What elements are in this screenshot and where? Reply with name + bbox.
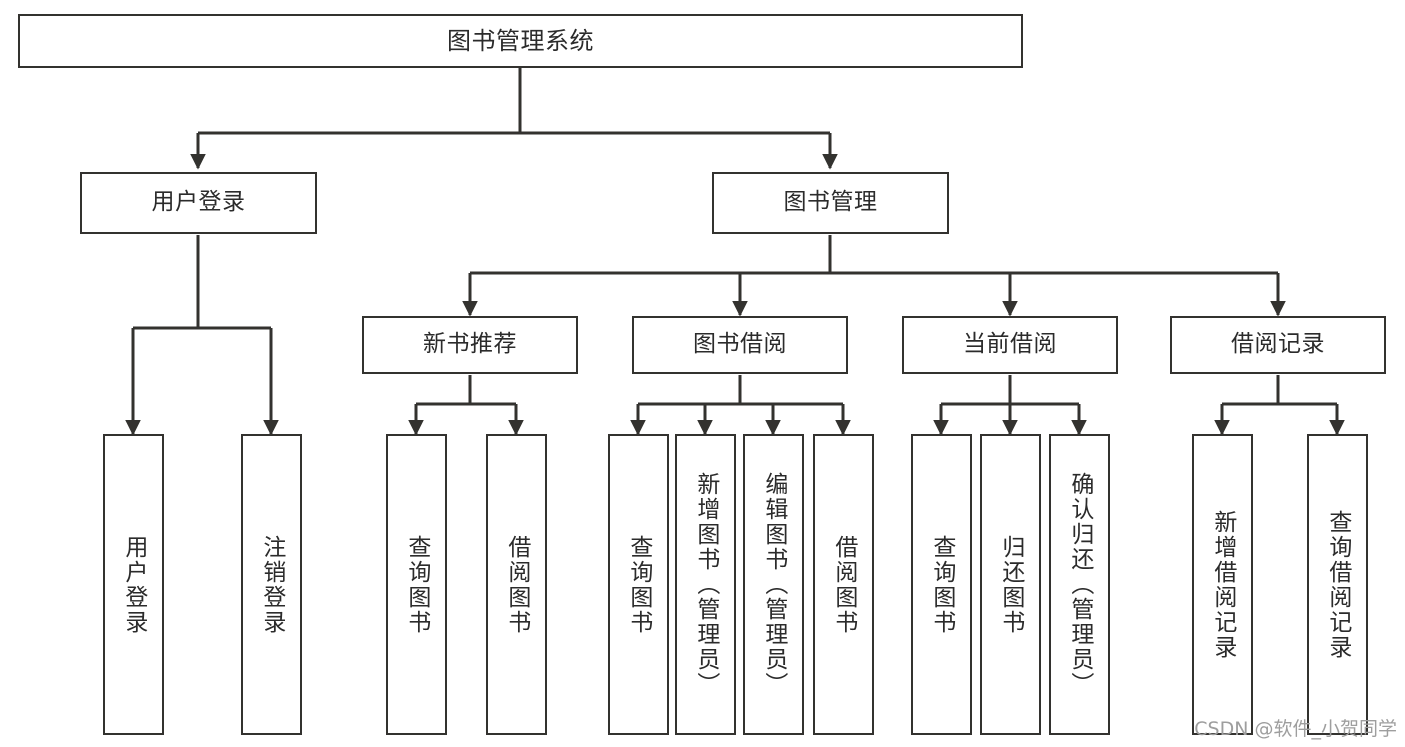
leaf-query-book-current-label: 查询图书: [928, 534, 955, 635]
leaf-logout-label: 注销登录: [258, 534, 285, 635]
leaf-edit-book-admin[interactable]: 编辑图书（管理员）: [743, 434, 804, 735]
leaf-confirm-return-admin-label: 确认归还（管理员）: [1066, 472, 1093, 697]
node-borrow-records[interactable]: 借阅记录: [1170, 316, 1386, 374]
leaf-borrow-book-recommend-label: 借阅图书: [503, 534, 530, 635]
leaf-user-login-label: 用户登录: [120, 534, 147, 635]
leaf-query-book-recommend-label: 查询图书: [403, 534, 430, 635]
node-user-login[interactable]: 用户登录: [80, 172, 317, 234]
node-borrow-records-label: 借阅记录: [1231, 331, 1325, 358]
node-book-borrow-label: 图书借阅: [693, 331, 787, 358]
node-new-book-recommend-label: 新书推荐: [423, 331, 517, 358]
leaf-query-book-recommend[interactable]: 查询图书: [386, 434, 447, 735]
leaf-confirm-return-admin[interactable]: 确认归还（管理员）: [1049, 434, 1110, 735]
node-new-book-recommend[interactable]: 新书推荐: [362, 316, 578, 374]
leaf-add-book-admin-label: 新增图书（管理员）: [692, 472, 719, 697]
leaf-borrow-book[interactable]: 借阅图书: [813, 434, 874, 735]
leaf-query-book-borrow[interactable]: 查询图书: [608, 434, 669, 735]
node-book-borrow[interactable]: 图书借阅: [632, 316, 848, 374]
node-user-login-label: 用户登录: [151, 189, 246, 216]
leaf-add-book-admin[interactable]: 新增图书（管理员）: [675, 434, 736, 735]
csdn-watermark: CSDN @软件_小贺同学: [1194, 718, 1397, 740]
node-root-label: 图书管理系统: [447, 26, 594, 55]
node-book-management-label: 图书管理: [783, 189, 878, 216]
leaf-query-book-borrow-label: 查询图书: [625, 534, 652, 635]
leaf-borrow-book-recommend[interactable]: 借阅图书: [486, 434, 547, 735]
leaf-add-borrow-record[interactable]: 新增借阅记录: [1192, 434, 1253, 735]
leaf-add-borrow-record-label: 新增借阅记录: [1209, 509, 1236, 660]
leaf-query-borrow-record-label: 查询借阅记录: [1324, 509, 1351, 660]
node-book-management[interactable]: 图书管理: [712, 172, 949, 234]
node-root[interactable]: 图书管理系统: [18, 14, 1023, 68]
node-current-borrow[interactable]: 当前借阅: [902, 316, 1118, 374]
leaf-logout[interactable]: 注销登录: [241, 434, 302, 735]
node-current-borrow-label: 当前借阅: [963, 331, 1057, 358]
leaf-return-book[interactable]: 归还图书: [980, 434, 1041, 735]
leaf-user-login[interactable]: 用户登录: [103, 434, 164, 735]
leaf-edit-book-admin-label: 编辑图书（管理员）: [760, 472, 787, 697]
leaf-query-borrow-record[interactable]: 查询借阅记录: [1307, 434, 1368, 735]
leaf-borrow-book-label: 借阅图书: [830, 534, 857, 635]
leaf-query-book-current[interactable]: 查询图书: [911, 434, 972, 735]
leaf-return-book-label: 归还图书: [997, 534, 1024, 635]
